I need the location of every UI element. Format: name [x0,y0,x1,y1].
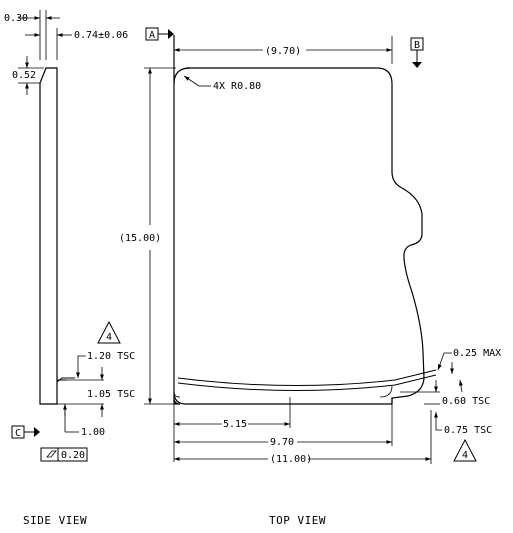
top-view: A B (9.70) 4X R0.80 (15.00) 0.25 MAX 0.6 [119,27,501,527]
side-view: 0.30 0.74±0.06 0.52 4 1.20 TSC 1.05 TSC … [4,10,135,527]
side-view-outline [39,67,58,405]
flatness-value: 0.20 [61,450,85,461]
dim-030-label: 0.30 [4,13,28,24]
note-4-top-label: 4 [462,450,468,461]
dim-height-label: (15.00) [119,233,161,244]
dim-970-label: 9.70 [270,437,294,448]
dim-overall-label: (11.00) [270,454,312,465]
side-view-step [56,377,75,383]
dim-100-label: 1.00 [81,427,105,438]
datum-b-label: B [414,40,420,51]
datum-a-label: A [149,30,155,41]
flatness-icon [46,450,57,458]
dim-105-tsc-label: 1.05 TSC [87,389,135,400]
dim-060-tsc-label: 0.60 TSC [442,396,490,407]
dim-515-label: 5.15 [223,419,247,430]
dim-052-label: 0.52 [12,70,36,81]
contact-curve-outer [177,369,437,387]
datum-c-label: C [15,428,21,439]
dim-074-label: 0.74±0.06 [74,30,128,41]
side-view-title: SIDE VIEW [23,514,87,527]
top-view-title: TOP VIEW [269,514,326,527]
corner-radius-label: 4X R0.80 [213,81,261,92]
note-4-label: 4 [106,332,112,343]
note-4-triangle-top [453,438,477,462]
note-4-triangle [97,320,121,344]
dim-075-tsc-label: 0.75 TSC [444,425,492,436]
dim-top-970-label: (9.70) [265,46,301,57]
dim-025-max-label: 0.25 MAX [453,348,501,359]
contact-curve-inner [177,374,437,392]
dim-120-tsc-label: 1.20 TSC [87,351,135,362]
top-view-outline [173,35,425,405]
flatness-frame [40,447,88,462]
